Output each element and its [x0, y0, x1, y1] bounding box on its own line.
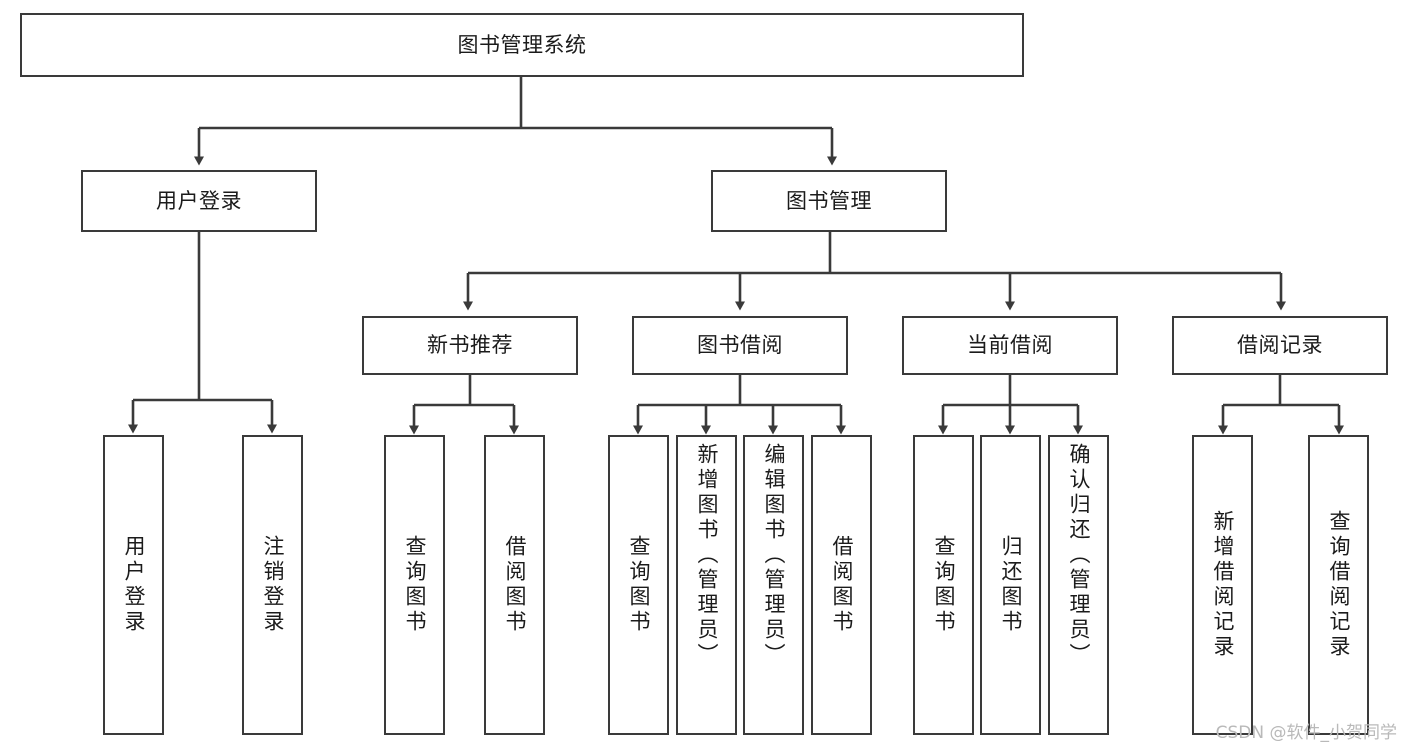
node-current-borrow[interactable]: 当前借阅 [902, 316, 1118, 375]
leaf-borrow-book-1[interactable]: 借阅图书 [484, 435, 545, 735]
leaf-user-login[interactable]: 用户登录 [103, 435, 164, 735]
node-book-borrow-label: 图书借阅 [697, 333, 783, 358]
node-new-book-rec-label: 新书推荐 [427, 333, 513, 358]
leaf-add-record[interactable]: 新增借阅记录 [1192, 435, 1253, 735]
leaf-edit-book[interactable]: 编辑图书（管理员） [743, 435, 804, 735]
leaf-query-book-1-label: 查询图书 [403, 535, 427, 635]
leaf-return-book[interactable]: 归还图书 [980, 435, 1041, 735]
leaf-return-book-label: 归还图书 [999, 535, 1023, 635]
leaf-edit-book-label: 编辑图书（管理员） [762, 443, 786, 668]
leaf-user-login-label: 用户登录 [122, 535, 146, 635]
leaf-borrow-book-1-label: 借阅图书 [503, 535, 527, 635]
leaf-query-book-2-label: 查询图书 [627, 535, 651, 635]
leaf-confirm-return-label: 确认归还（管理员） [1067, 443, 1091, 668]
leaf-add-book[interactable]: 新增图书（管理员） [676, 435, 737, 735]
node-book-borrow[interactable]: 图书借阅 [632, 316, 848, 375]
node-current-borrow-label: 当前借阅 [967, 333, 1053, 358]
node-new-book-rec[interactable]: 新书推荐 [362, 316, 578, 375]
leaf-user-logout[interactable]: 注销登录 [242, 435, 303, 735]
leaf-query-book-3[interactable]: 查询图书 [913, 435, 974, 735]
leaf-query-book-3-label: 查询图书 [932, 535, 956, 635]
node-root[interactable]: 图书管理系统 [20, 13, 1024, 77]
node-user-login-label: 用户登录 [156, 188, 242, 213]
watermark: CSDN @软件_小贺同学 [1215, 723, 1397, 743]
node-book-manage[interactable]: 图书管理 [711, 170, 947, 232]
leaf-add-record-label: 新增借阅记录 [1211, 510, 1235, 660]
node-user-login[interactable]: 用户登录 [81, 170, 317, 232]
leaf-confirm-return[interactable]: 确认归还（管理员） [1048, 435, 1109, 735]
leaf-query-book-2[interactable]: 查询图书 [608, 435, 669, 735]
leaf-query-book-1[interactable]: 查询图书 [384, 435, 445, 735]
node-root-label: 图书管理系统 [457, 32, 587, 57]
node-borrow-record-label: 借阅记录 [1237, 333, 1323, 358]
leaf-query-record-label: 查询借阅记录 [1327, 510, 1351, 660]
leaf-user-logout-label: 注销登录 [261, 535, 285, 635]
leaf-query-record[interactable]: 查询借阅记录 [1308, 435, 1369, 735]
leaf-add-book-label: 新增图书（管理员） [695, 443, 719, 668]
leaf-borrow-book-2[interactable]: 借阅图书 [811, 435, 872, 735]
leaf-borrow-book-2-label: 借阅图书 [830, 535, 854, 635]
node-book-manage-label: 图书管理 [786, 188, 872, 213]
node-borrow-record[interactable]: 借阅记录 [1172, 316, 1388, 375]
